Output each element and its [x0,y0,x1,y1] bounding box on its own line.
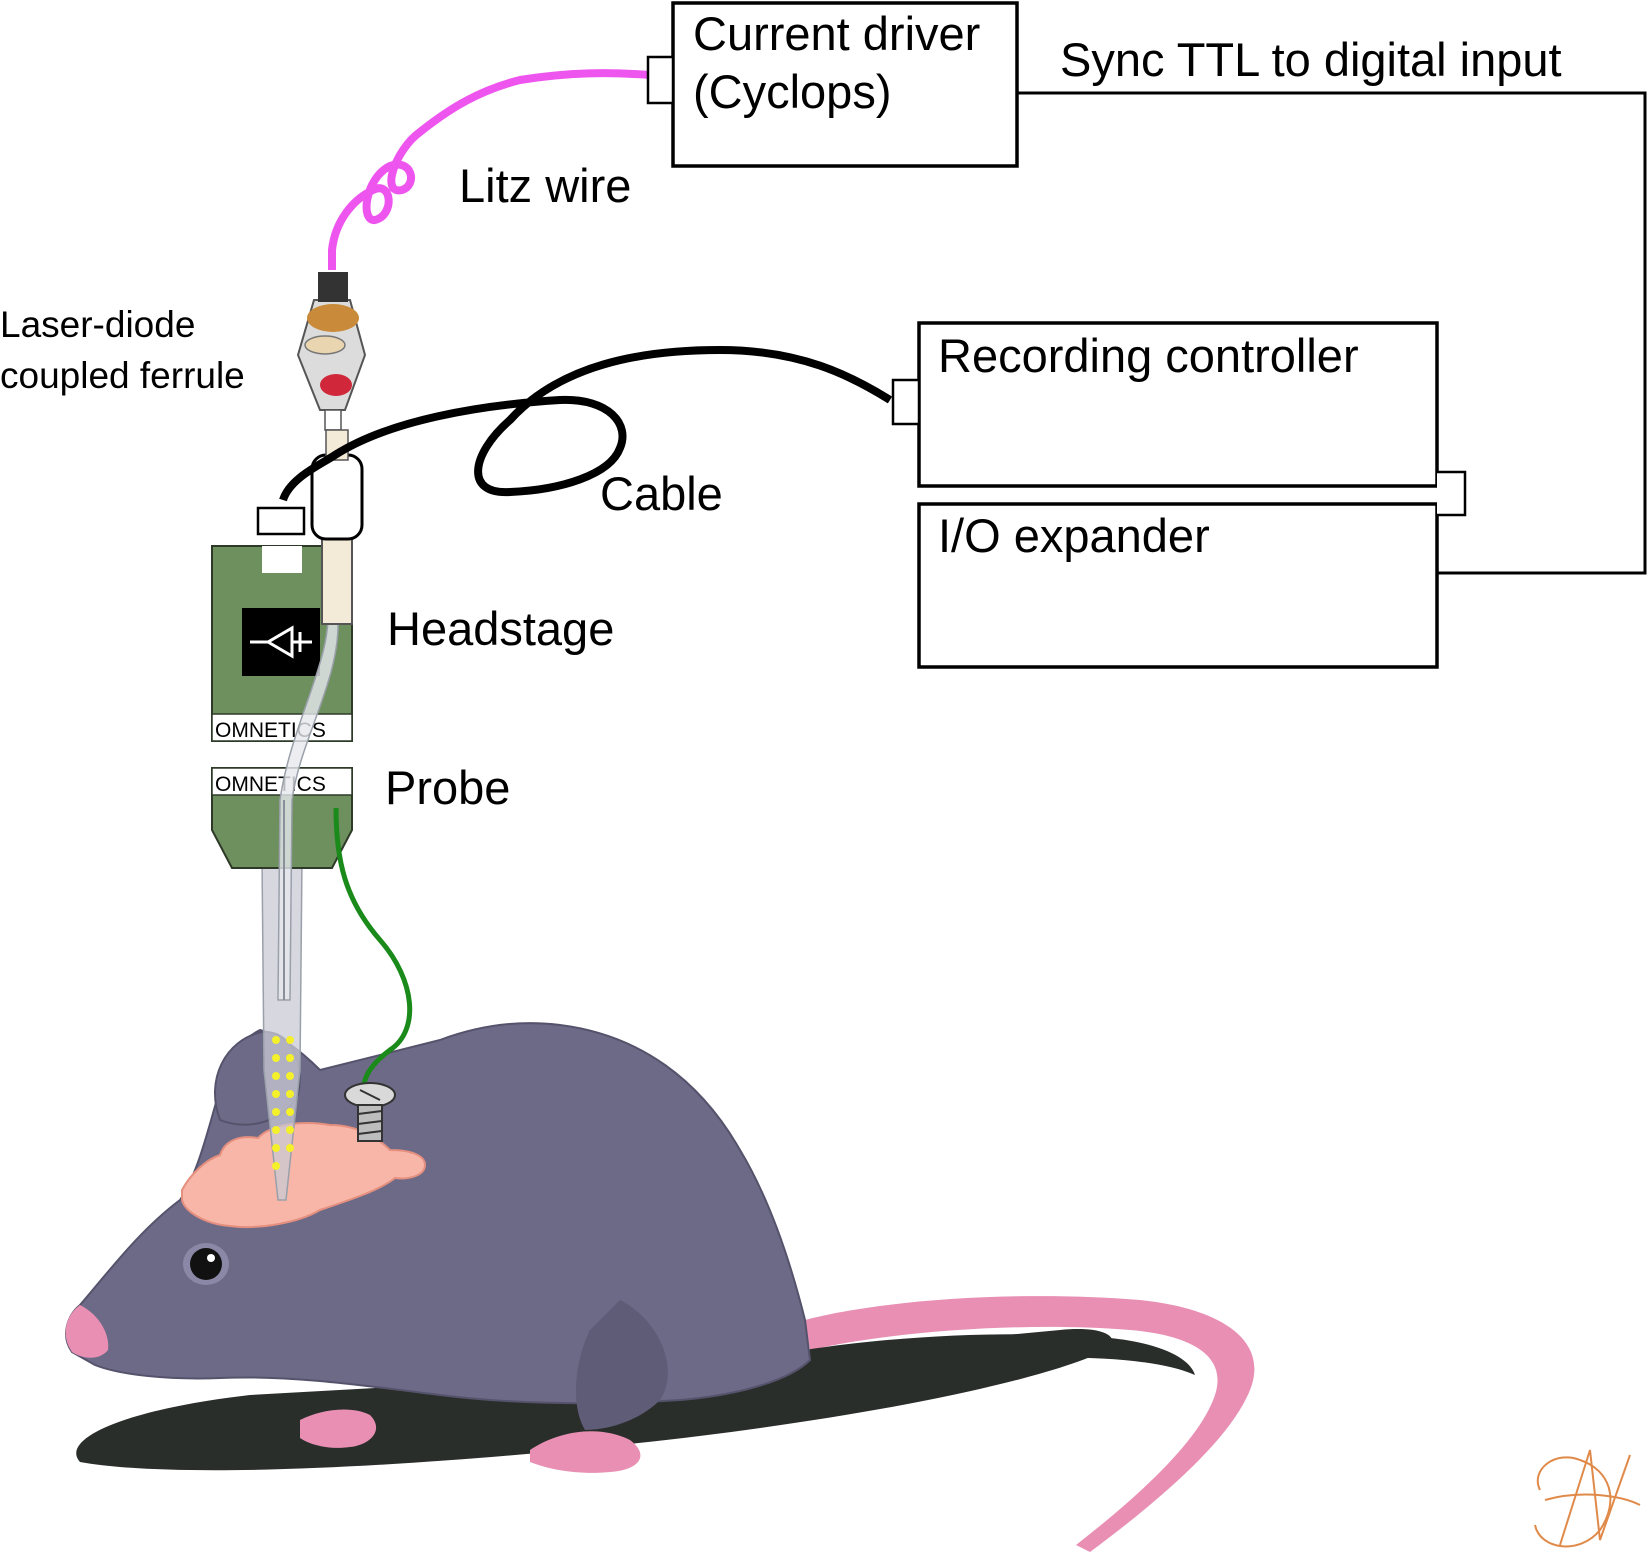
mouse-tail [805,1296,1255,1552]
laser-diode-label-line1: Laser-diode [0,304,195,345]
current-driver-box [671,1,1019,168]
current-driver-subtitle: (Cyclops) [693,65,891,118]
ground-wire [333,807,413,1101]
amplifier-symbol-icon [242,608,320,676]
headstage-label: Headstage [387,602,614,655]
sync-ttl-label: Sync TTL to digital input [1060,33,1562,86]
laser-diode-ferrule [296,272,367,461]
current-driver-port [646,55,675,105]
mouse-eye [183,1243,229,1285]
laser-diode-label-line2: coupled ferrule [0,355,245,396]
mouse-body [65,1022,812,1405]
litz-wire [328,69,651,270]
recording-controller-label: Recording controller [938,329,1359,382]
controller-expander-link [1437,470,1467,517]
mouse-nose [65,1305,109,1358]
probe-recording-sites [272,1036,294,1170]
io-expander-label: I/O expander [938,509,1210,562]
brain [181,1122,427,1229]
litz-wire-label: Litz wire [459,159,631,212]
probe-connector-label: OMNETICS [215,773,326,796]
io-expander-box [917,502,1439,669]
mouse-tail-shadow [800,1334,1195,1378]
screw-icon [344,1082,396,1142]
headstage-cable-connector [256,506,306,536]
mouse-hind-leg [575,1300,668,1430]
probe-label: Probe [385,761,510,814]
current-driver-title: Current driver [693,7,980,60]
sync-ttl-wire [1017,91,1647,575]
mouse-front-paw [300,1409,377,1448]
tether-cable [279,345,893,502]
artist-signature-icon [1534,1449,1641,1548]
recording-controller-port [891,378,921,426]
recording-controller-box [917,321,1439,488]
mouse-hind-paw [530,1431,641,1473]
ferrule-sleeve [321,529,353,625]
cable-label: Cable [600,467,723,520]
